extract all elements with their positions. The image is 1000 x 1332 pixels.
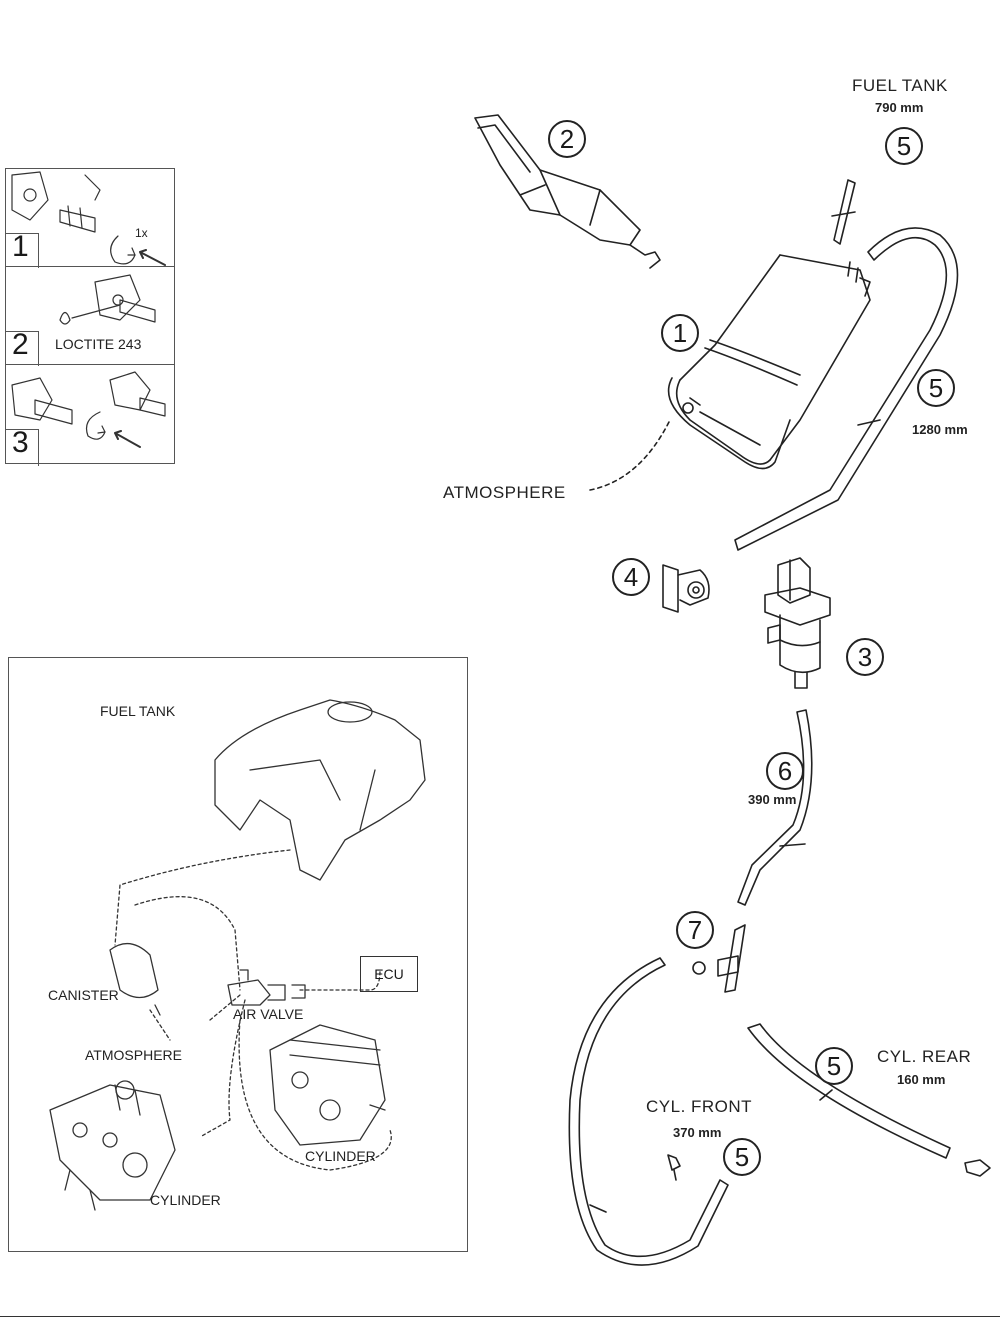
overview-cylinder-left-label: CYLINDER (150, 1192, 221, 1208)
step-3-number: 3 (12, 426, 29, 459)
step3-drawing (11, 371, 166, 448)
hose-cyl-rear-drawing (747, 1023, 991, 1177)
overview-ecu-box: ECU (360, 956, 418, 992)
callout-hose-long: 5 (917, 369, 955, 407)
callout-hose-valve: 6 (766, 752, 804, 790)
step-1-turns: 1x (135, 226, 148, 240)
overview-cylinder-right-drawing (269, 1024, 386, 1146)
step-2-text: LOCTITE 243 (55, 336, 142, 352)
bottom-rule (0, 1316, 1000, 1317)
step-2-number: 2 (12, 328, 29, 361)
overview-air-valve-label: AIR VALVE (233, 1006, 304, 1022)
overview-cylinder-left-drawing (49, 1080, 176, 1211)
callout-hose-cyl-front: 5 (723, 1138, 761, 1176)
cyl-rear-label: CYL. REAR (877, 1047, 972, 1066)
fuel-tank-hose-length: 790 mm (875, 100, 924, 115)
overview-air-valve-drawing (227, 969, 306, 1006)
tee-drawing (692, 924, 746, 993)
step2-drawing (59, 274, 156, 325)
overview-cylinder-right-label: CYLINDER (305, 1148, 376, 1164)
cyl-front-label: CYL. FRONT (646, 1097, 753, 1116)
callout-canister: 1 (661, 314, 699, 352)
callout-air-valve: 3 (846, 638, 884, 676)
long-hose-length: 1280 mm (912, 422, 968, 437)
overview-hoses (114, 849, 392, 1171)
overview-fuel-tank-label: FUEL TANK (100, 703, 176, 719)
overview-tank-drawing (214, 699, 426, 881)
overview-atmosphere-label: ATMOSPHERE (85, 1047, 182, 1063)
callout-separator: 2 (548, 120, 586, 158)
hose-fuel-tank-drawing (831, 179, 856, 245)
overview-canister-label: CANISTER (48, 987, 119, 1003)
atmosphere-label: ATMOSPHERE (443, 483, 566, 502)
fuel-tank-label: FUEL TANK (852, 76, 948, 95)
separator-drawing (474, 114, 661, 269)
clamp-drawing (662, 564, 710, 613)
hose-long-drawing (734, 227, 959, 551)
callout-clamp: 4 (612, 558, 650, 596)
callout-tee: 7 (676, 911, 714, 949)
callout-hose-cyl-rear: 5 (815, 1047, 853, 1085)
valve-hose-length: 390 mm (748, 792, 797, 807)
air-valve-drawing (764, 557, 831, 689)
step1-drawing (11, 171, 166, 266)
overview-ecu-label: ECU (374, 966, 404, 982)
cyl-rear-hose-length: 160 mm (897, 1072, 946, 1087)
callout-hose-fuel-tank: 5 (885, 127, 923, 165)
overview-canister-drawing (109, 943, 161, 1016)
canister-drawing (667, 254, 871, 470)
mounting-steps-panel (5, 168, 175, 466)
step-1-number: 1 (12, 230, 29, 263)
hose-cyl-front-drawing (568, 957, 729, 1266)
hose-valve-drawing (737, 709, 813, 906)
cyl-front-hose-length: 370 mm (673, 1125, 722, 1140)
system-overview-panel (8, 657, 468, 1252)
